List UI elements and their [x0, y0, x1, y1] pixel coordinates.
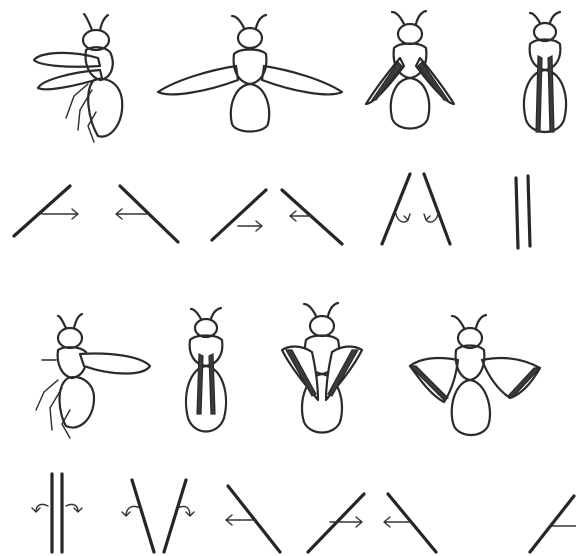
wing-pair-converging-arrows-inward — [382, 174, 450, 244]
wing-line-tilted-arrow-left — [116, 186, 178, 242]
wing-pair-open-arrow-left — [226, 486, 364, 552]
insect-side-view-wing-extended — [36, 314, 150, 438]
insect-dorsal-wings-folded — [524, 12, 566, 132]
wing-pair-open-arrows-inward — [212, 190, 342, 244]
insect-side-view-wing-raised — [34, 14, 122, 142]
insect-dorsal-wings-spread — [158, 15, 342, 132]
wing-line-tilted-arrow-right — [530, 496, 576, 552]
insect-dorsal-wings-opening — [282, 303, 362, 433]
wing-pair-parallel-arrows-outward — [32, 474, 82, 552]
wing-line-tilted-arrow-right — [14, 186, 78, 236]
insect-dorsal-wings-folding — [366, 11, 454, 129]
insect-dorsal-wings-folded — [186, 308, 226, 432]
insect-dorsal-wings-spread — [410, 315, 540, 435]
wing-line-tilted-arrow-left — [384, 494, 436, 552]
wing-pair-parallel-closed — [516, 176, 530, 248]
wing-pair-diverging-arrows-outward — [122, 480, 194, 552]
